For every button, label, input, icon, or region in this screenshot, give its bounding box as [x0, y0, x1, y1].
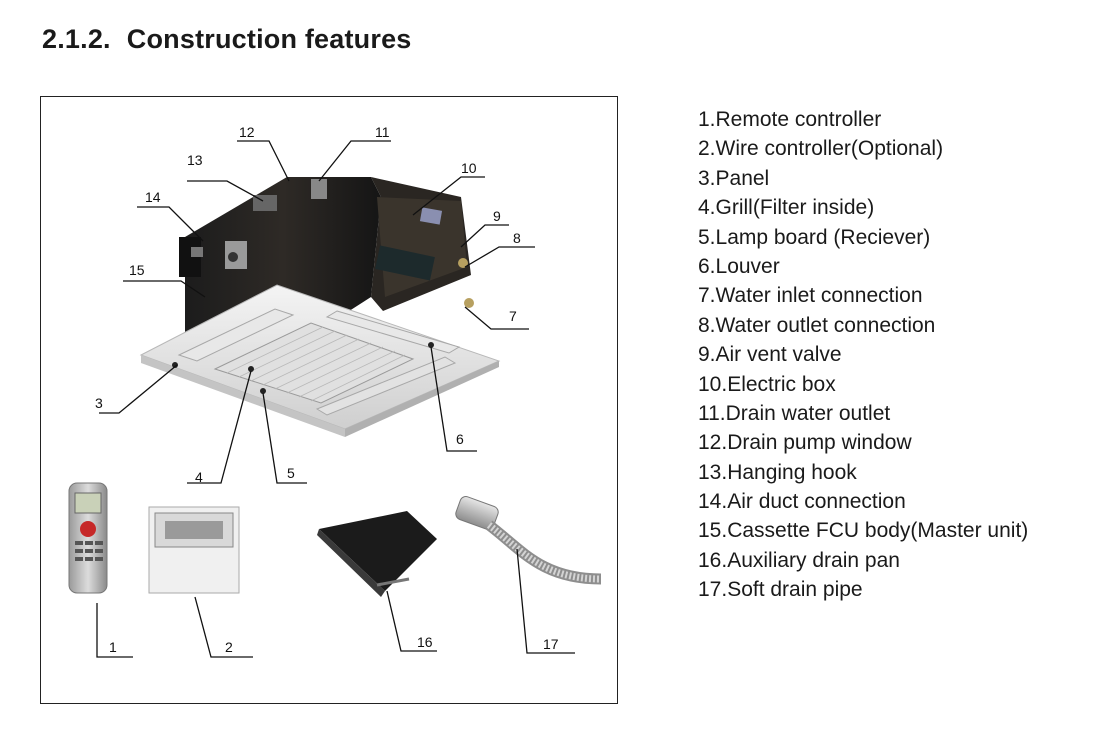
- callout-17: 17: [543, 636, 559, 652]
- list-item: 1.Remote controller: [698, 108, 882, 131]
- callout-10: 10: [461, 160, 477, 176]
- section-number: 2.1.2.: [42, 24, 111, 54]
- callout-8: 8: [513, 230, 521, 246]
- callout-6: 6: [456, 431, 464, 447]
- list-item: 8.Water outlet connection: [698, 313, 936, 337]
- list-item: 17.Soft drain pipe: [698, 578, 863, 602]
- callout-4: 4: [195, 469, 203, 485]
- callout-7: 7: [509, 308, 517, 324]
- remote-controller-illustration: [68, 482, 108, 594]
- callout-5: 5: [287, 465, 295, 481]
- list-item: 6.Louver: [698, 254, 780, 278]
- callout-16: 16: [417, 634, 433, 650]
- callout-12: 12: [239, 124, 255, 140]
- callout-15: 15: [129, 262, 145, 278]
- auxiliary-drain-pan-illustration: [317, 511, 437, 597]
- callout-3: 3: [95, 395, 103, 411]
- parts-list: 1.Remote controller 2.Wire controller(Op…: [698, 105, 1028, 605]
- soft-drain-pipe-illustration: [455, 496, 602, 585]
- list-item: 12.Drain pump window: [698, 431, 912, 455]
- wire-controller-illustration: [148, 506, 240, 594]
- construction-figure: 1 2 3 4 5 6 7 8 9 10 11 12 13 14 15 16 1…: [40, 96, 618, 704]
- list-item: 4.Grill(Filter inside): [698, 196, 875, 220]
- list-item: 5.Lamp board (Reciever): [698, 225, 931, 249]
- figure-illustration: 1 2 3 4 5 6 7 8 9 10 11 12 13 14 15 16 1…: [68, 124, 602, 658]
- section-title: Construction features: [126, 24, 412, 54]
- callout-11: 11: [375, 124, 390, 140]
- list-item: 16.Auxiliary drain pan: [698, 548, 900, 572]
- list-item: 13.Hanging hook: [698, 460, 857, 484]
- list-item: 15.Cassette FCU body(Master unit): [698, 519, 1029, 543]
- callout-9: 9: [493, 208, 501, 224]
- list-item: 7.Water inlet connection: [698, 284, 923, 308]
- callout-1: 1: [109, 639, 117, 655]
- cassette-unit-illustration: [139, 177, 501, 437]
- leader-lines: [96, 140, 575, 658]
- callout-14: 14: [145, 189, 161, 205]
- callout-numbers: 1 2 3 4 5 6 7 8 9 10 11 12 13 14 15 16 1…: [95, 124, 559, 655]
- callout-2: 2: [225, 639, 233, 655]
- list-item: 3.Panel: [698, 166, 770, 190]
- list-item: 11.Drain water outlet: [698, 401, 891, 425]
- page-title: 2.1.2. Construction features: [42, 24, 412, 55]
- callout-13: 13: [187, 152, 203, 168]
- list-item: 9.Air vent valve: [698, 343, 842, 367]
- list-item: 2.Wire controller(Optional): [698, 137, 944, 161]
- list-item: 14.Air duct connection: [698, 490, 906, 514]
- list-item: 10.Electric box: [698, 372, 836, 396]
